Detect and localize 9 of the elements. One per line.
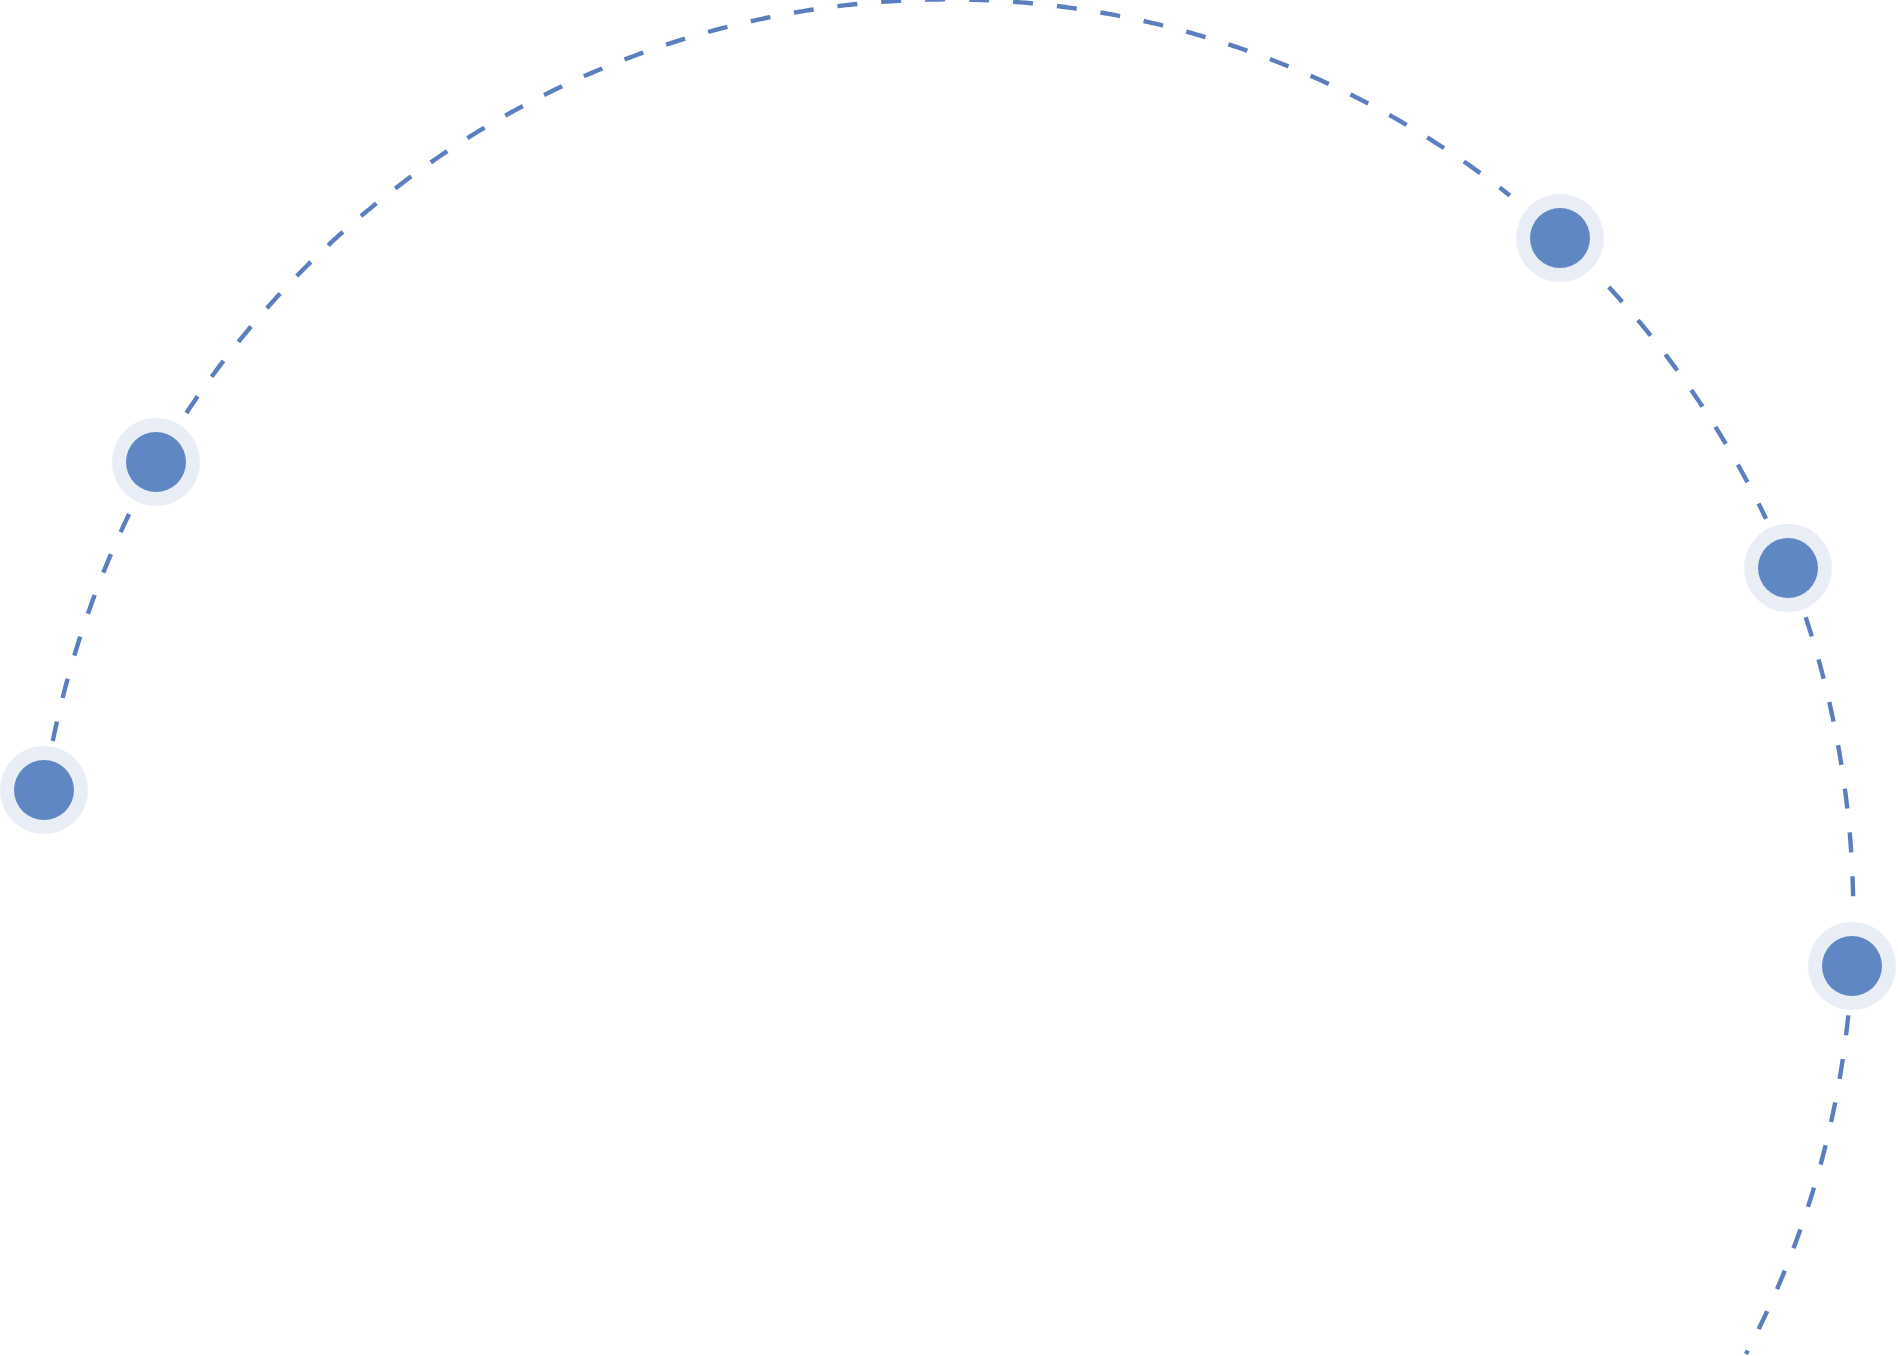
dashed-arc-line	[1607, 285, 1768, 521]
dashed-arc-line	[50, 509, 133, 743]
dot-marker	[0, 746, 88, 834]
dot-marker	[1516, 194, 1604, 282]
dashed-arc-line	[184, 0, 1512, 415]
dot-marker	[1744, 524, 1832, 612]
dot-marker	[112, 418, 200, 506]
dashed-arc-line	[1744, 1014, 1851, 1356]
dot-marker	[1808, 922, 1896, 1010]
